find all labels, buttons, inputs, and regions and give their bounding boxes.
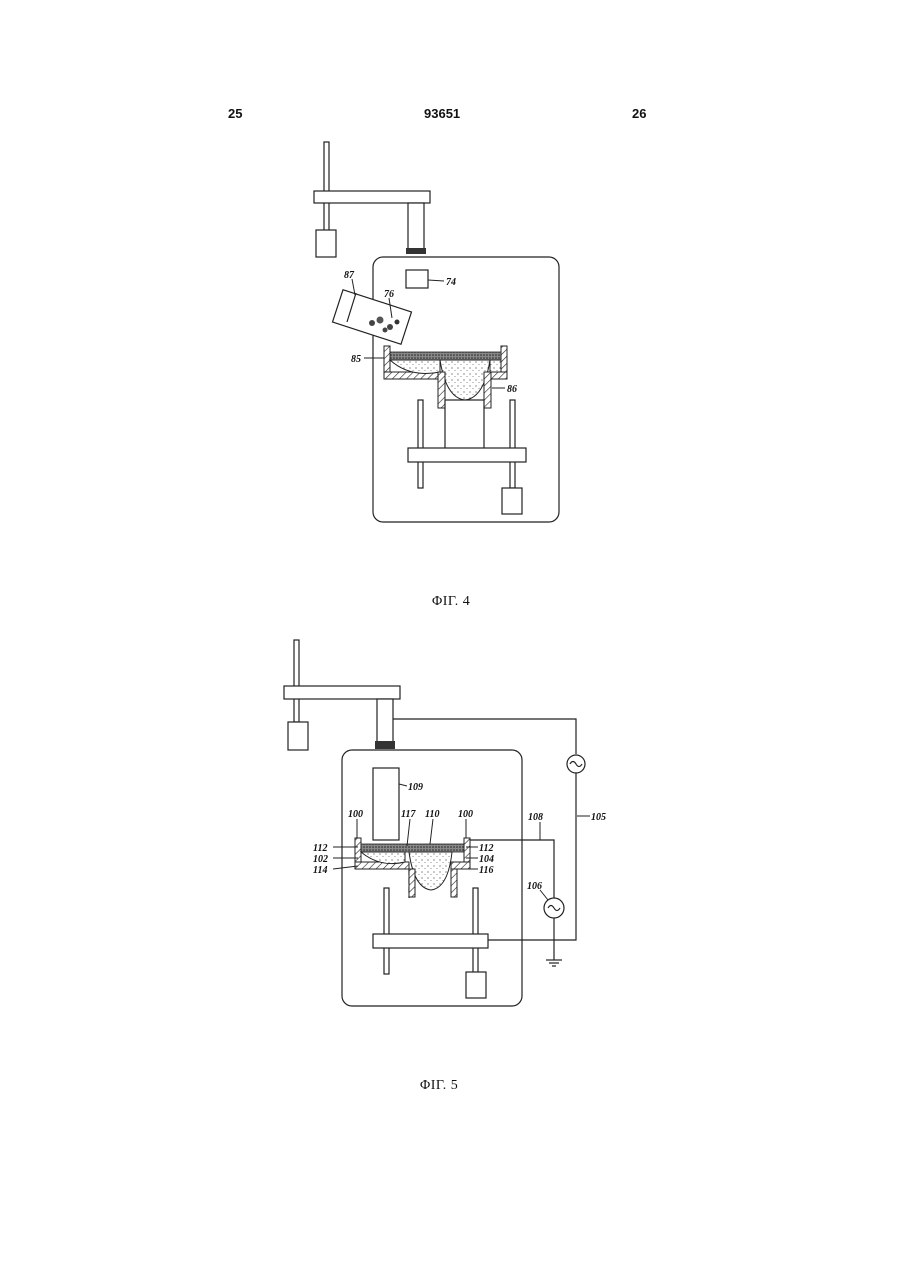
- label-110: 110: [425, 809, 439, 820]
- fig4-ingot: [445, 400, 484, 450]
- label-104: 104: [479, 854, 494, 865]
- fig5-seal: [375, 741, 395, 749]
- label-112-left: 112: [313, 843, 327, 854]
- figure-4-caption: ΦΙΓ. 4: [432, 594, 470, 610]
- label-105: 105: [591, 812, 606, 823]
- label-106: 106: [527, 881, 542, 892]
- label-116: 116: [479, 865, 493, 876]
- fig4-tube-wall-right: [484, 372, 491, 408]
- label-85: 85: [351, 354, 361, 365]
- fig4-tube-wall-left: [438, 372, 445, 408]
- label-109: 109: [408, 782, 423, 793]
- label-74: 74: [446, 277, 456, 288]
- label-108: 108: [528, 812, 543, 823]
- fig4-seal: [406, 248, 426, 254]
- fig4-lower-crossbar: [408, 448, 526, 462]
- fig5-lower-rod-right: [473, 888, 478, 974]
- fig5-lower-rod-left: [384, 888, 389, 974]
- fig4-left-weight: [316, 230, 336, 257]
- fig5-left-weight: [288, 722, 308, 750]
- label-100-left: 100: [348, 809, 363, 820]
- fig5-top-crossbar: [284, 686, 400, 699]
- fig5-left-rod: [294, 640, 299, 722]
- fig5-electrode-109: [373, 768, 399, 840]
- label-112-right: 112: [479, 843, 493, 854]
- fig4-top-crossbar: [314, 191, 430, 203]
- label-102: 102: [313, 854, 328, 865]
- label-114: 114: [313, 865, 327, 876]
- figure-4: 87 76 74 85 86: [314, 142, 559, 522]
- figure-5: 109 100 117 110 100 108 105 112 102 114 …: [284, 640, 606, 1006]
- label-87: 87: [344, 270, 355, 281]
- fig4-lower-rod-left: [418, 400, 423, 488]
- fig5-circuit-105-top: [393, 719, 576, 754]
- fig4-right-weight: [502, 488, 522, 514]
- fig4-feeder-87: [333, 290, 412, 345]
- fig5-tube-wall-left: [409, 869, 415, 897]
- label-76: 76: [384, 289, 394, 300]
- fig5-right-weight: [466, 972, 486, 998]
- fig5-circuit-105-bottom: [488, 773, 576, 940]
- label-86: 86: [507, 384, 517, 395]
- fig4-upper-shaft: [408, 203, 424, 253]
- fig5-tube-wall-right: [451, 869, 457, 897]
- fig5-upper-shaft: [377, 699, 393, 743]
- fig4-electrode-74: [406, 270, 428, 288]
- label-100-right: 100: [458, 809, 473, 820]
- fig4-left-rod: [324, 142, 329, 232]
- label-117: 117: [401, 809, 416, 820]
- fig5-lower-crossbar: [373, 934, 488, 948]
- figure-5-caption: ΦΙΓ. 5: [420, 1078, 458, 1094]
- fig4-lower-rod-right: [510, 400, 515, 488]
